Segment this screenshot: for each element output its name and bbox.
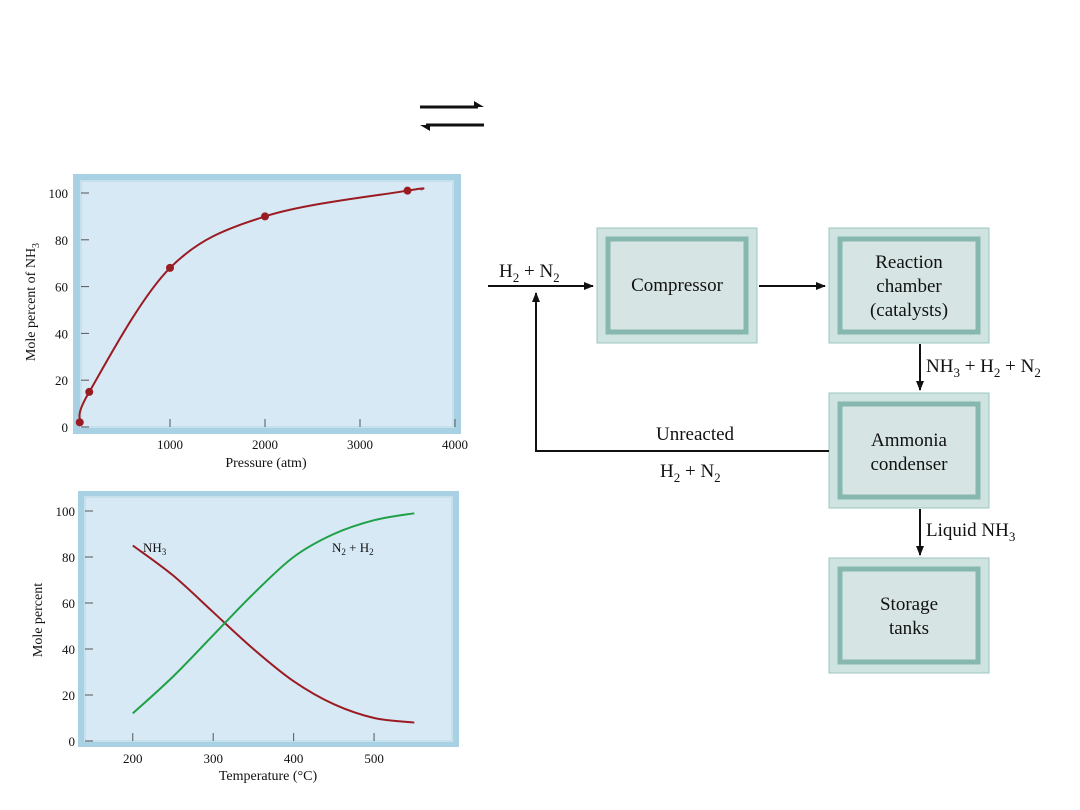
- svg-text:Ammonia: Ammonia: [871, 430, 948, 451]
- svg-text:Compressor: Compressor: [631, 275, 724, 296]
- nh3-series-label: NH3: [143, 540, 167, 557]
- y-tick-label: 60: [62, 596, 75, 611]
- n2-h2-series-label: N2 + H2: [332, 540, 374, 557]
- x-tick-label: 2000: [252, 437, 278, 452]
- x-tick-label: 200: [123, 751, 143, 766]
- svg-text:(catalysts): (catalysts): [870, 300, 948, 321]
- nh3-temperature-curve: [132, 544, 415, 724]
- reaction-chamber-box: Reaction chamber (catalysts): [828, 227, 990, 344]
- x-tick-label: 400: [284, 751, 304, 766]
- temperature-chart: 0 20 40 60 80 100 200 300 400 500 NH3 N2 + H2 Te…: [31, 491, 459, 784]
- data-point: [85, 387, 94, 396]
- y-tick-label: 0: [62, 420, 69, 435]
- y-tick-label: 100: [56, 504, 76, 519]
- reactor-output-label: NH3 + H2 + N2: [926, 356, 1041, 380]
- ammonia-condenser-box: Ammonia condenser: [828, 392, 990, 509]
- pressure-chart: 0 20 40 60 80 100 1000 2000 3000 4000 Pressure (…: [24, 174, 468, 471]
- temperature-y-axis-label: Mole percent: [31, 583, 46, 657]
- svg-text:Reaction: Reaction: [875, 252, 943, 273]
- x-tick-label: 3000: [347, 437, 373, 452]
- process-flow-diagram: Compressor Reaction chamber (catalysts) …: [488, 227, 1041, 674]
- data-point: [166, 263, 174, 272]
- y-tick-label: 80: [62, 550, 75, 565]
- y-tick-label: 20: [62, 688, 75, 703]
- x-tick-label: 4000: [442, 437, 468, 452]
- data-point: [403, 186, 412, 195]
- y-tick-label: 0: [69, 734, 76, 749]
- y-tick-label: 40: [62, 642, 75, 657]
- svg-text:chamber: chamber: [876, 276, 942, 297]
- storage-tanks-box: Storage tanks: [828, 557, 990, 674]
- y-tick-label: 80: [55, 233, 68, 248]
- x-tick-label: 1000: [157, 437, 183, 452]
- data-point: [75, 418, 84, 427]
- svg-text:tanks: tanks: [889, 618, 929, 639]
- svg-text:Storage: Storage: [880, 594, 938, 615]
- temperature-chart-plot-area: [84, 496, 453, 742]
- n2-h2-temperature-curve: [132, 512, 415, 715]
- feed-label: H2 + N2: [499, 261, 560, 285]
- pressure-y-axis-label: Mole percent of NH3: [24, 243, 42, 361]
- compressor-box: Compressor: [596, 227, 758, 344]
- y-tick-label: 20: [55, 373, 68, 388]
- pressure-x-axis-label: Pressure (atm): [225, 456, 307, 471]
- recycle-gas-label: H2 + N2: [660, 461, 721, 485]
- unreacted-label: Unreacted: [656, 424, 735, 445]
- y-tick-label: 100: [49, 186, 69, 201]
- y-tick-label: 40: [55, 326, 68, 341]
- svg-text:condenser: condenser: [870, 454, 948, 475]
- temperature-x-axis-label: Temperature (°C): [219, 769, 318, 784]
- recycle-arrow: [532, 292, 829, 452]
- x-tick-label: 500: [364, 751, 384, 766]
- data-point: [261, 212, 269, 221]
- equilibrium-arrow-icon: [420, 101, 484, 131]
- x-tick-label: 300: [203, 751, 223, 766]
- liquid-nh3-label: Liquid NH3: [926, 520, 1015, 544]
- pressure-chart-plot-area: [80, 180, 454, 428]
- y-tick-label: 60: [55, 280, 68, 295]
